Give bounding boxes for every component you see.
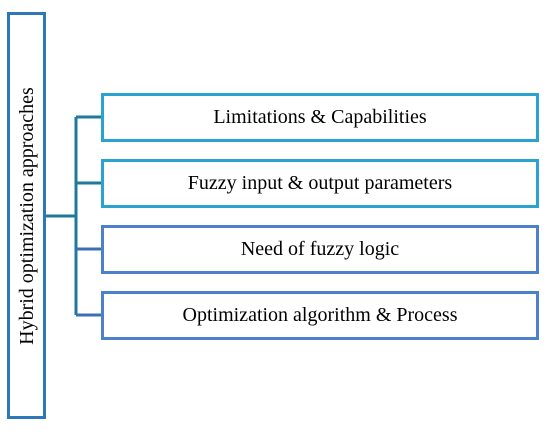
child-node-label: Need of fuzzy logic xyxy=(240,238,400,260)
child-node-fuzzy-parameters: Fuzzy input & output parameters xyxy=(101,159,539,208)
child-node-need-fuzzy-logic: Need of fuzzy logic xyxy=(101,225,539,274)
root-node: Hybrid optimization approaches xyxy=(7,12,46,419)
root-node-label: Hybrid optimization approaches xyxy=(15,86,38,345)
child-node-label: Fuzzy input & output parameters xyxy=(187,172,453,194)
child-node-optimization-algorithm: Optimization algorithm & Process xyxy=(101,291,539,340)
child-node-label: Limitations & Capabilities xyxy=(213,106,427,128)
child-node-limitations: Limitations & Capabilities xyxy=(101,93,539,142)
child-node-label: Optimization algorithm & Process xyxy=(182,304,458,326)
